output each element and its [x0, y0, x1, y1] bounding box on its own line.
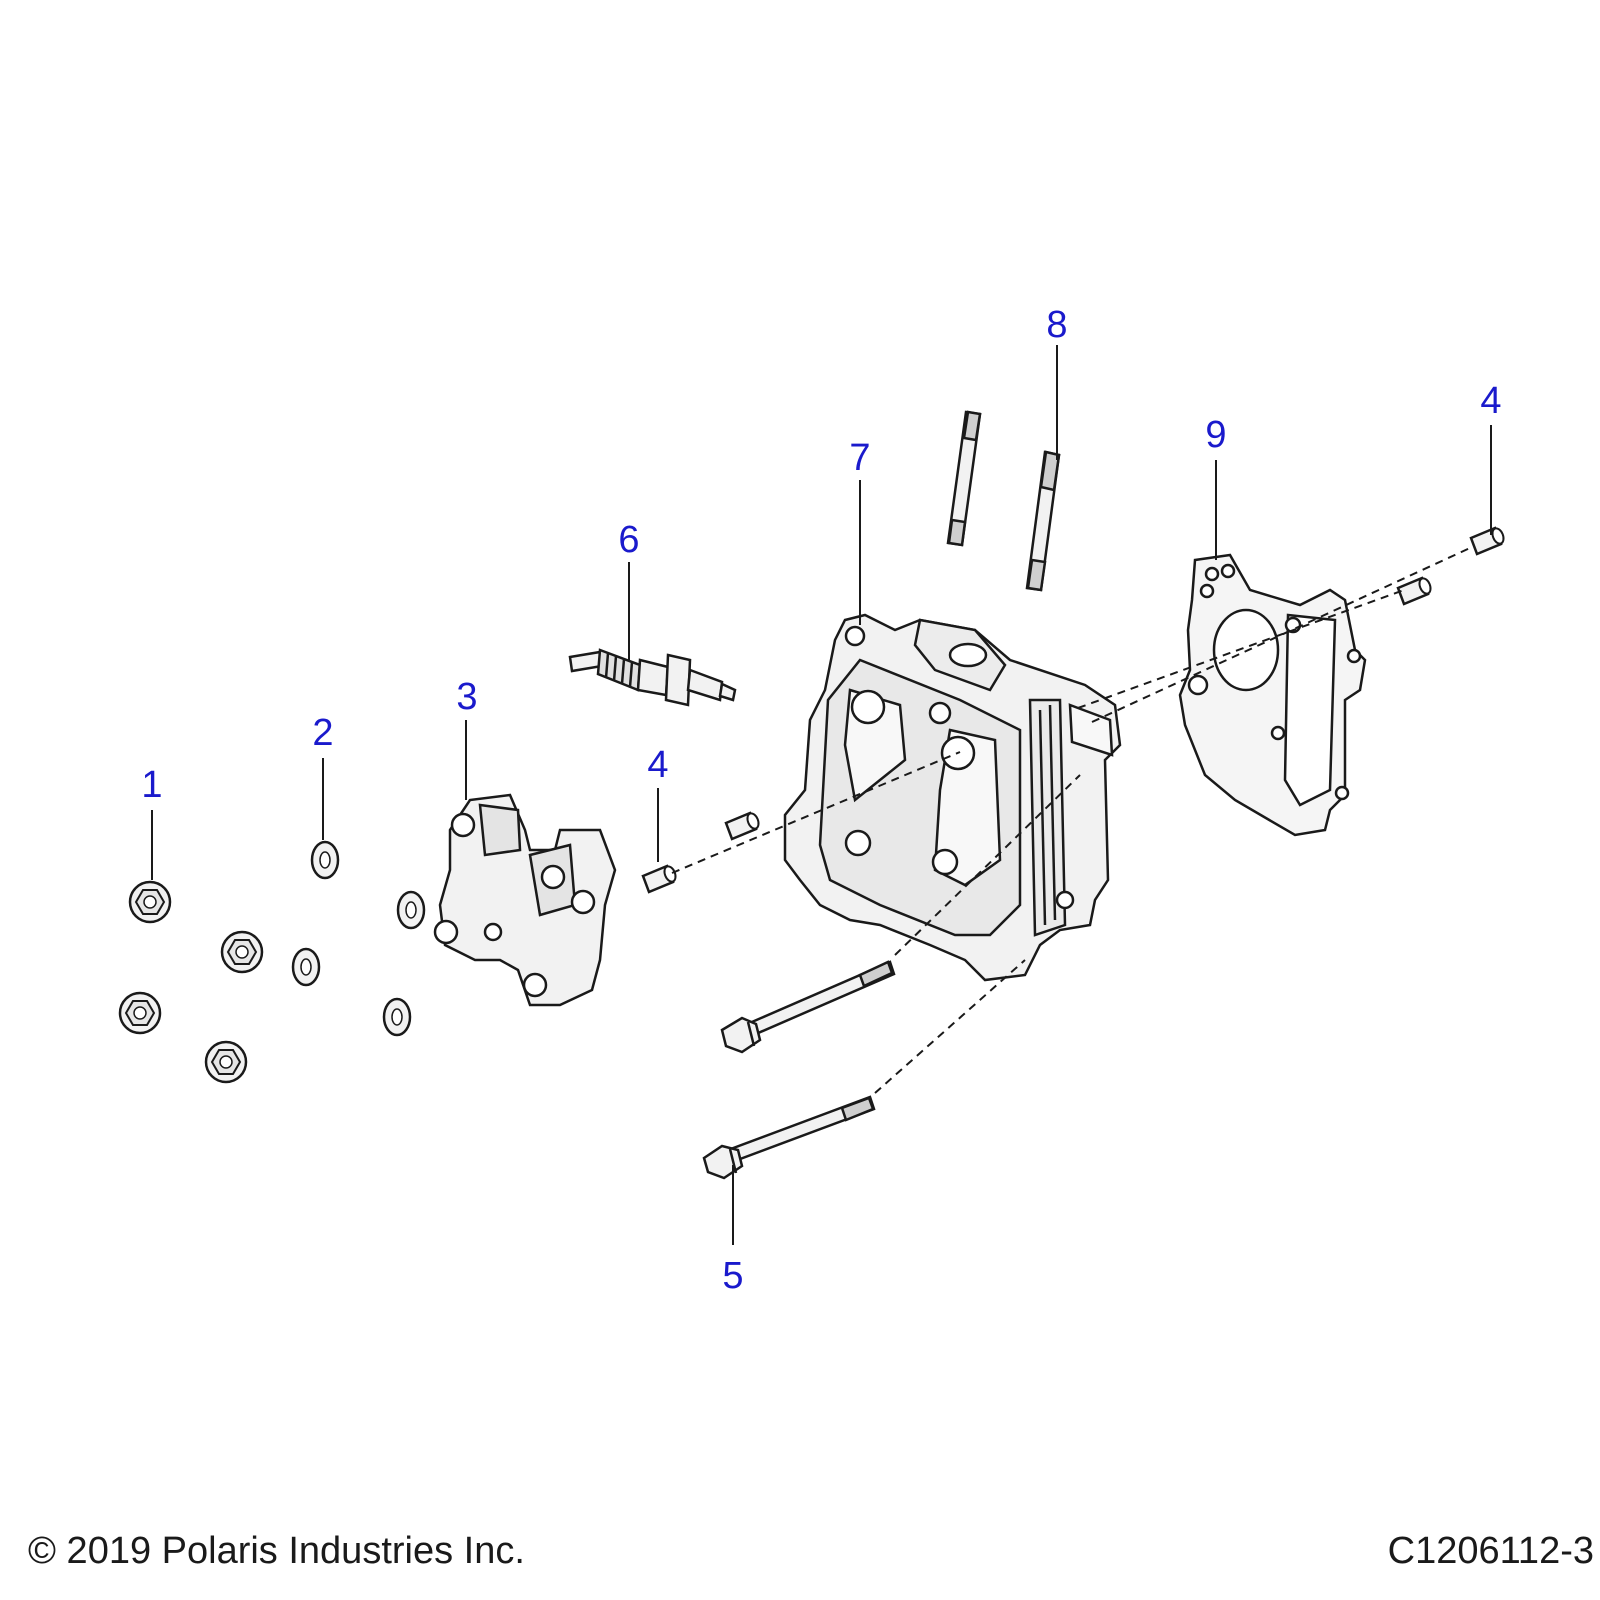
dowel-pin [724, 810, 762, 841]
washer [291, 947, 321, 987]
callout-5: 5 [722, 1255, 743, 1297]
rocker-bridge [433, 793, 617, 1007]
callout-leaders [151, 345, 1492, 1245]
cylinder-stud [946, 410, 982, 547]
cylinder-head-bolt [720, 960, 896, 1054]
callout-9: 9 [1205, 414, 1226, 456]
drawing-number: C1206112-3 [1387, 1530, 1594, 1572]
callout-3: 3 [456, 676, 477, 718]
flange-nut [220, 930, 264, 974]
spark-plug [568, 648, 737, 707]
washer [382, 997, 412, 1037]
head-gasket [1178, 553, 1367, 837]
callout-2: 2 [312, 712, 333, 754]
flange-nut [204, 1040, 248, 1084]
dowel-pin [641, 863, 679, 894]
washer-group [291, 840, 426, 1037]
assembly-dashed-lines [671, 547, 1471, 1094]
dowel-pin [1396, 575, 1434, 606]
cylinder-stud [1025, 450, 1061, 592]
cylinder-head-bolt [702, 1095, 876, 1180]
washer [396, 890, 426, 930]
flange-nut-group [118, 880, 264, 1084]
washer [310, 840, 340, 880]
copyright-notice: © 2019 Polaris Industries Inc. [28, 1530, 525, 1572]
flange-nut [118, 991, 162, 1035]
callout-4: 4 [647, 744, 668, 786]
callout-8: 8 [1046, 304, 1067, 346]
dowel-pin [1469, 525, 1507, 556]
callout-4: 4 [1480, 380, 1501, 422]
callout-labels: 1 2 3 4 4 5 6 7 8 9 [141, 304, 1501, 1297]
callout-7: 7 [849, 437, 870, 479]
cylinder-head [783, 613, 1122, 982]
flange-nut [128, 880, 172, 924]
callout-6: 6 [618, 519, 639, 561]
callout-1: 1 [141, 764, 162, 806]
